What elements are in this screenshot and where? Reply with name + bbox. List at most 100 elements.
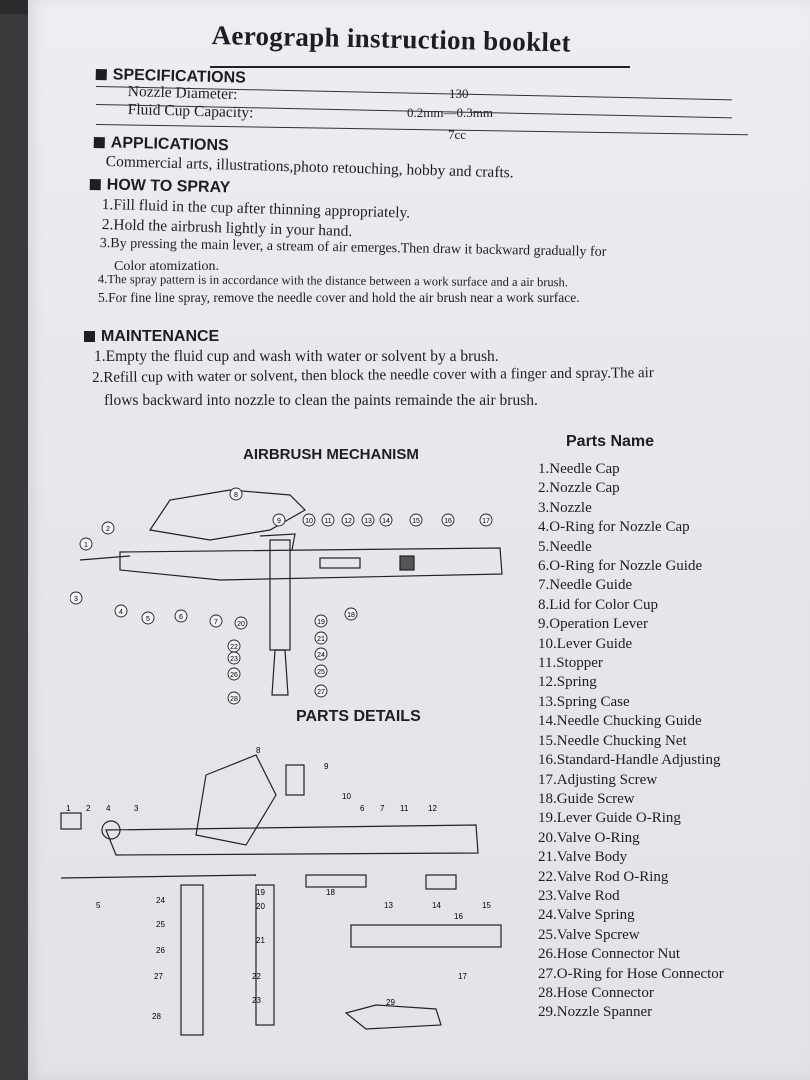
detail-label: 3 [134,804,139,813]
bullet-square-icon [95,68,107,81]
callout-number: 27 [317,689,325,696]
detail-label: 10 [342,792,351,801]
callout-circle-icon: 7 [209,614,223,628]
detail-label: 15 [482,901,491,910]
callout-circle-icon: 1 [79,537,93,551]
detail-label: 5 [96,901,101,910]
callout-number: 12 [344,518,352,525]
detail-label: 25 [156,920,165,929]
callout-circle-icon: 5 [141,611,155,625]
adjust-part-shape [425,874,457,890]
spray-step-5: 5.For fine line spray, remove the needle… [98,290,580,305]
detail-label: 22 [252,972,261,981]
booklet-page [28,0,810,1080]
part-item: 17.Adjusting Screw [538,771,658,788]
callout-circle-icon: 27 [314,684,328,698]
callout-number: 26 [230,672,238,679]
callout-number: 7 [214,619,218,626]
part-item: 15.Needle Chucking Net [538,732,687,749]
part-item: 9.Operation Lever [538,616,648,633]
spanner-part-shape [344,1004,442,1030]
callout-number: 6 [179,614,183,621]
title-underline [210,66,630,68]
detail-label: 19 [256,888,265,897]
lever-part-shape [285,764,305,796]
part-item: 4.O-Ring for Nozzle Cap [538,519,690,536]
handle-part-shape [350,924,502,948]
callout-circle-icon: 26 [227,667,241,681]
detail-label: 4 [106,804,111,813]
callout-circle-icon: 21 [314,631,328,645]
callout-number: 9 [277,518,281,525]
detail-label: 8 [256,746,261,755]
part-item: 26.Hose Connector Nut [538,946,681,963]
callout-circle-icon: 18 [344,607,358,621]
how-to-spray-heading: HOW TO SPRAY [89,176,231,197]
callout-circle-icon: 22 [227,639,241,653]
lever-shape [259,533,296,551]
part-item: 3.Nozzle [538,499,592,516]
callout-circle-icon: 3 [70,591,83,605]
detail-label: 12 [428,804,437,813]
detail-label: 1 [66,804,71,813]
detail-label: 28 [152,1012,161,1021]
callout-circle-icon: 24 [314,647,328,661]
detail-label: 29 [386,998,395,1007]
applications-heading-text: APPLICATIONS [110,134,229,155]
part-item: 10.Lever Guide [538,635,633,652]
callout-circle-icon: 11 [321,513,335,527]
callout-number: 11 [324,518,331,525]
callout-circle-icon: 12 [341,513,355,527]
callout-number: 3 [74,596,78,603]
detail-label: 21 [256,936,265,945]
oring-part-shape [101,820,121,840]
part-item: 14.Needle Chucking Guide [538,713,702,730]
callout-circle-icon: 15 [409,513,423,527]
callout-number: 15 [412,518,420,525]
airbrush-mechanism-title: AIRBRUSH MECHANISM [243,446,419,463]
part-item: 21.Valve Body [538,849,628,866]
callout-number: 23 [230,656,238,663]
callout-number: 22 [230,644,238,651]
applications-heading: APPLICATIONS [93,134,229,155]
part-item: 28.Hose Connector [538,984,654,1001]
callout-number: 10 [305,518,313,525]
detail-label: 17 [458,972,467,981]
detail-label: 27 [154,972,163,981]
part-item: 19.Lever Guide O-Ring [538,810,681,827]
callout-circle-icon: 23 [227,651,241,665]
callout-circle-icon: 20 [234,616,248,630]
parts-details-title: PARTS DETAILS [296,708,421,725]
maintenance-step-1: 1.Empty the fluid cup and wash with wate… [94,348,499,365]
detail-label: 6 [360,804,365,813]
connector-parts-column [180,884,204,1036]
part-item: 11.Stopper [538,655,603,672]
needle-cap-shape [79,555,131,561]
callout-circle-icon: 4 [114,604,128,618]
body-part-shape [105,824,479,856]
cup-part-shape [195,754,277,846]
callout-circle-icon: 25 [314,664,328,678]
callout-number: 16 [444,518,452,525]
part-item: 5.Needle [538,538,592,555]
part-item: 25.Valve Spcrew [538,926,640,943]
part-item: 7.Needle Guide [538,577,633,594]
callout-number: 5 [146,616,150,623]
callout-number: 17 [482,518,490,525]
part-item: 22.Valve Rod O-Ring [538,868,669,885]
detail-label: 24 [156,896,165,905]
bullet-square-icon [89,178,101,191]
callout-number: 14 [382,518,390,525]
detail-label: 14 [432,901,441,910]
callout-circle-icon: 14 [379,513,393,527]
callout-circle-icon: 8 [229,487,243,501]
detail-label: 18 [326,888,335,897]
detail-label: 7 [380,804,385,813]
chucking-guide-shape [399,555,415,571]
callout-number: 24 [317,652,325,659]
how-to-spray-heading-text: HOW TO SPRAY [106,176,231,197]
nozzle-cap-part-shape [60,812,82,830]
